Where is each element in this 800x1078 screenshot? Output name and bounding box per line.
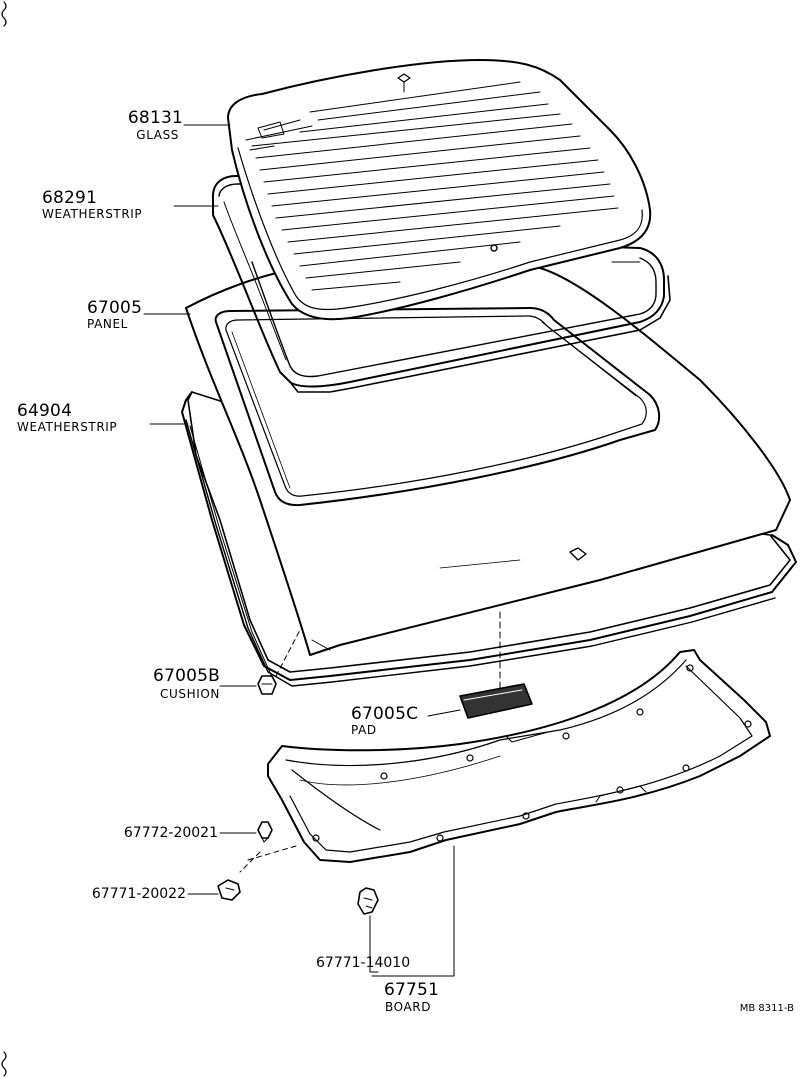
part-number-weatherstrip-lower: 64904 xyxy=(17,401,73,421)
drawing-reference-code: MB 8311-B xyxy=(739,1003,794,1014)
clip-20022-part xyxy=(217,879,241,901)
glass-part xyxy=(227,59,652,321)
part-name-board: BOARD xyxy=(385,1000,432,1014)
part-name-weatherstrip-upper: WEATHERSTRIP xyxy=(42,207,143,221)
cushion-part xyxy=(257,629,301,695)
part-number-panel: 67005 xyxy=(87,298,143,318)
part-number-pad: 67005C xyxy=(351,704,419,724)
pad-part xyxy=(459,611,533,719)
part-name-cushion: CUSHION xyxy=(160,687,220,701)
part-name-glass: GLASS xyxy=(136,128,179,142)
part-number-clip-20021: 67772-20021 xyxy=(123,825,218,841)
part-number-cushion: 67005B xyxy=(153,666,220,686)
part-number-board: 67751 xyxy=(384,980,440,1000)
part-number-glass: 68131 xyxy=(127,108,183,128)
part-name-pad: PAD xyxy=(351,723,377,737)
corner-mark-top xyxy=(1,1,7,27)
panel-part xyxy=(185,267,791,656)
part-number-weatherstrip-upper: 68291 xyxy=(42,188,98,208)
part-number-clip-20022: 67771-20022 xyxy=(91,886,186,902)
leader-lines xyxy=(143,124,461,977)
corner-mark-bottom xyxy=(1,1051,7,1077)
part-name-weatherstrip-lower: WEATHERSTRIP xyxy=(17,420,118,434)
clip-20021-part xyxy=(239,821,297,873)
part-number-clip-14010: 67771-14010 xyxy=(316,955,411,971)
clip-14010-part xyxy=(357,887,379,915)
board-part xyxy=(267,649,771,863)
part-name-panel: PANEL xyxy=(87,317,128,331)
